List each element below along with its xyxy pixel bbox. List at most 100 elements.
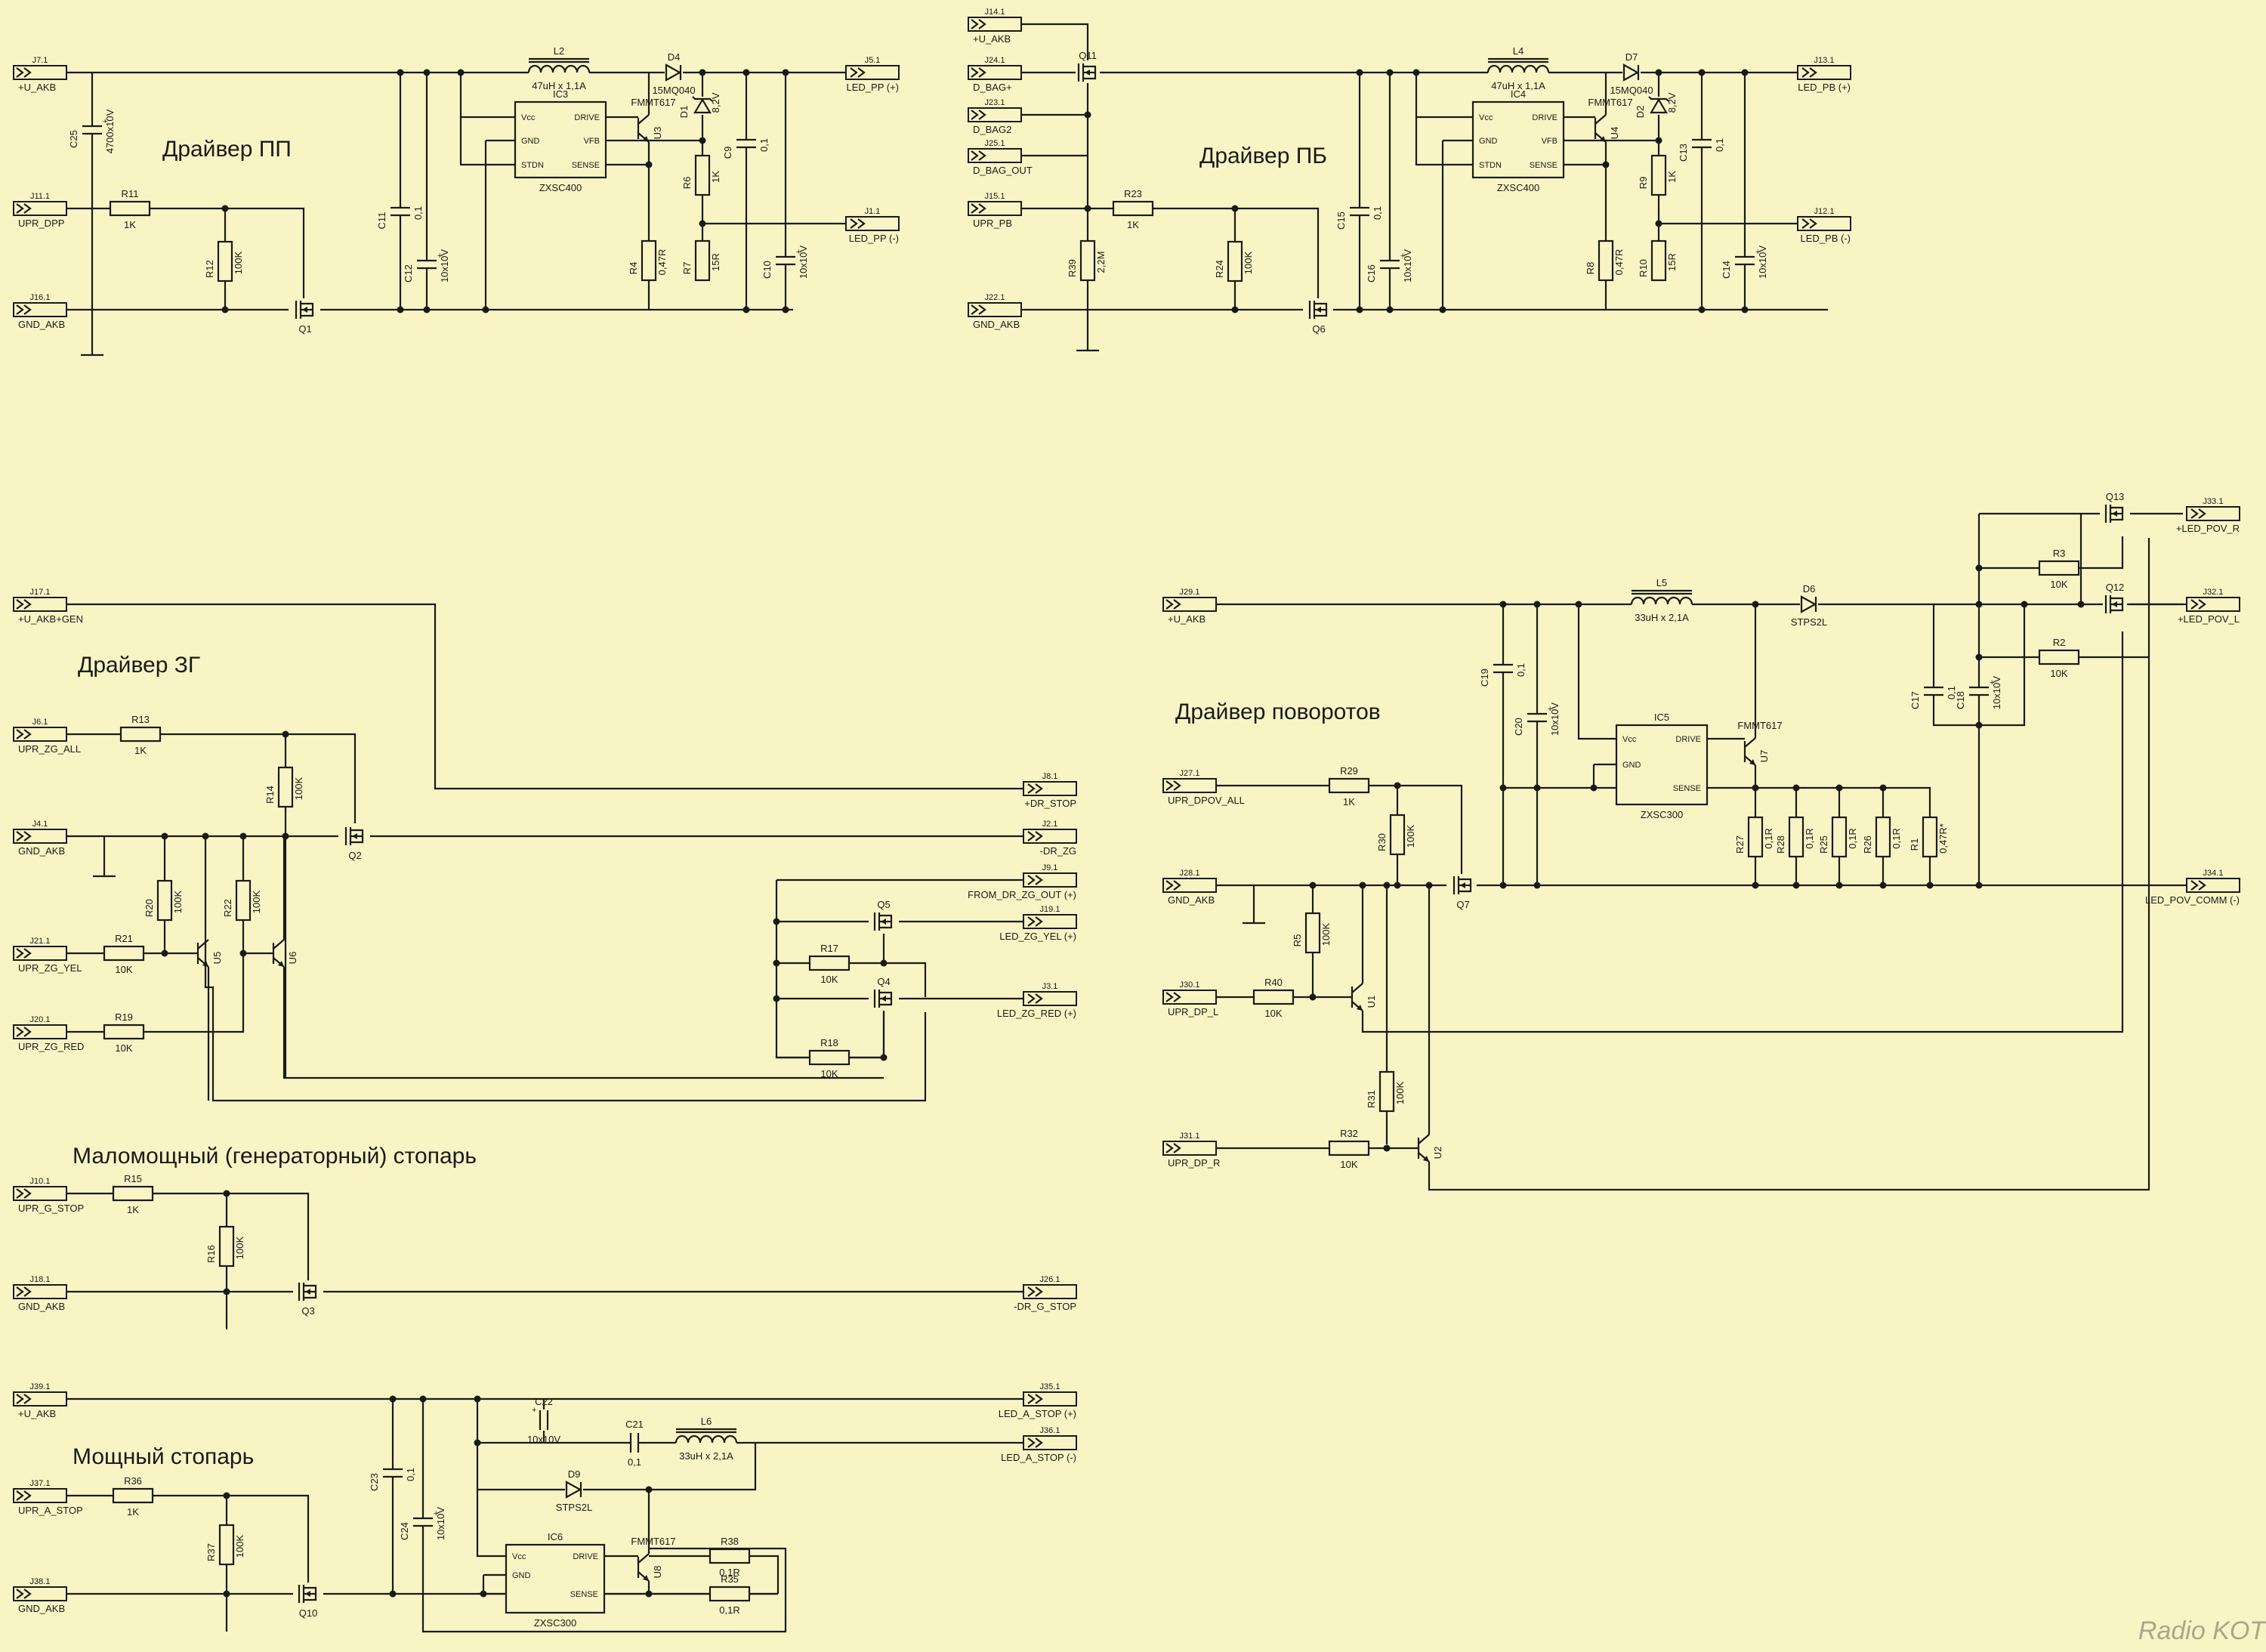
connector-j10-1: [13, 1186, 67, 1201]
r30-ref: R30: [1376, 833, 1388, 851]
transistor-u3: [637, 114, 650, 143]
d4-ref: D4: [668, 51, 681, 63]
svg-text:+: +: [1548, 705, 1552, 714]
resistor-r36: [112, 1487, 154, 1504]
r15-val: 1K: [127, 1204, 139, 1215]
j34-1-net: LED_POV_COMM (-): [2145, 894, 2240, 906]
q2-ref: Q2: [348, 850, 361, 861]
ic6-pin-label: Vcc: [512, 1552, 526, 1561]
c20-ref: C20: [1513, 718, 1524, 736]
components: ++VccGNDSTDNDRIVEVFBSENSE++VccGNDSTDNDRI…: [13, 17, 2266, 1645]
j35-1-ref: J35.1: [1040, 1382, 1060, 1391]
q7-ref: Q7: [1456, 899, 1469, 910]
r7-ref: R7: [681, 262, 693, 275]
j7-1-net: +U_AKB: [18, 82, 56, 93]
r32-ref: R32: [1340, 1128, 1358, 1139]
j30-1-ref: J30.1: [1180, 980, 1200, 990]
j14-1-ref: J14.1: [985, 8, 1005, 17]
l6-ref: L6: [701, 1416, 712, 1427]
c20-val: 10x10V: [1549, 702, 1561, 736]
ic4-pin-label: DRIVE: [1532, 113, 1557, 122]
resistor-r12: [217, 240, 233, 283]
r15-ref: R15: [124, 1173, 142, 1184]
j18-1-net: GND_AKB: [18, 1301, 65, 1312]
r29-ref: R29: [1340, 765, 1358, 777]
transistor-u7: [1743, 737, 1756, 766]
j7-1-ref: J7.1: [32, 56, 48, 65]
transistor-u8: [637, 1553, 650, 1582]
transistor-u5: [196, 939, 209, 968]
j17-1-ref: J17.1: [30, 588, 51, 597]
connector-j4-1: [13, 829, 67, 844]
j18-1-ref: J18.1: [30, 1275, 51, 1284]
r18-val: 10K: [820, 1068, 838, 1079]
j5-1-ref: J5.1: [865, 56, 881, 65]
r8-val: 0,47R: [1613, 249, 1625, 276]
connector-j28-1: [1162, 878, 1217, 893]
r28-val: 0,1R: [1804, 828, 1815, 848]
r22-val: 100K: [251, 890, 262, 913]
ic4-pin-label: SENSE: [1530, 161, 1557, 170]
connector-j25-1: [968, 148, 1022, 163]
j28-1-ref: J28.1: [1180, 869, 1200, 878]
r25-val: 0,1R: [1847, 828, 1858, 848]
connector-j36-1: [1023, 1435, 1077, 1450]
u5-ref: U5: [211, 952, 223, 965]
j23-1-ref: J23.1: [985, 98, 1005, 107]
svg-text:+: +: [437, 252, 442, 261]
connector-j17-1: [13, 597, 67, 612]
ic5-pin-label: SENSE: [1673, 784, 1701, 793]
j35-1-net: LED_A_STOP (+): [999, 1408, 1076, 1419]
connector-j12-1: [1797, 216, 1851, 231]
resistor-r19: [103, 1024, 145, 1040]
ic5-ref: IC5: [1654, 712, 1669, 723]
c14-val: 10x10V: [1757, 245, 1768, 279]
connector-j15-1: [968, 201, 1022, 216]
r21-val: 10K: [115, 964, 132, 975]
diode-d9: [565, 1481, 583, 1499]
capacitor-c14: +: [1734, 248, 1760, 266]
mosfet-q10: [296, 1583, 320, 1604]
resistor-r8: [1598, 239, 1614, 282]
j10-1-net: UPR_G_STOP: [18, 1203, 84, 1214]
c15-val: 0,1: [1372, 206, 1383, 220]
resistor-r27: [1747, 816, 1764, 858]
c13-val: 0,1: [1714, 138, 1725, 152]
mosfet-q11: [1076, 62, 1100, 83]
j24-1-net: D_BAG+: [973, 82, 1012, 93]
u8-val: FMMT617: [631, 1536, 675, 1547]
ic6-pin-label: DRIVE: [573, 1552, 598, 1561]
r6-val: 1K: [710, 171, 721, 183]
ic6-pin-label: SENSE: [570, 1590, 598, 1599]
resistor-r21: [103, 945, 145, 962]
resistor-r10: [1650, 239, 1667, 282]
c17-ref: C17: [1909, 691, 1921, 709]
j31-1-net: UPR_DP_R: [1168, 1157, 1220, 1169]
l5-ref: L5: [1656, 577, 1667, 588]
l2-ref: L2: [554, 45, 564, 57]
connector-j5-1: [845, 65, 900, 80]
q6-ref: Q6: [1312, 323, 1325, 335]
resistor-r38: [709, 1548, 751, 1564]
connector-j3-1: [1023, 991, 1077, 1006]
j15-1-ref: J15.1: [985, 192, 1005, 201]
j13-1-ref: J13.1: [1814, 56, 1835, 65]
q1-ref: Q1: [298, 323, 311, 335]
resistor-r3: [2038, 560, 2080, 576]
j4-1-net: GND_AKB: [18, 845, 65, 857]
j9-1-net: FROM_DR_ZG_OUT (+): [968, 889, 1076, 900]
j1-1-ref: J1.1: [865, 207, 881, 216]
j4-1-ref: J4.1: [32, 820, 48, 829]
c13-ref: C13: [1678, 144, 1689, 162]
resistor-r7: [694, 239, 711, 282]
c9-ref: C9: [722, 147, 733, 159]
d9-ref: D9: [568, 1468, 581, 1480]
c23-val: 0,1: [405, 1468, 416, 1481]
ic3-pin-label: GND: [521, 137, 540, 146]
svg-text:+: +: [1755, 248, 1760, 257]
c19-ref: C19: [1479, 669, 1490, 687]
d7-ref: D7: [1625, 51, 1638, 63]
connector-j8-1: [1023, 781, 1077, 796]
